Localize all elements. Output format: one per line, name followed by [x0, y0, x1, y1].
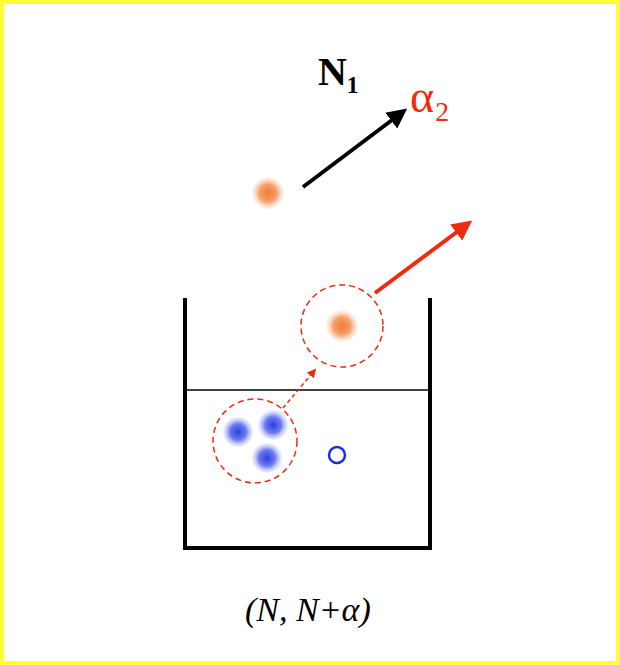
nucleon [223, 417, 253, 447]
cluster-dashed-circle [213, 399, 297, 483]
reaction-caption: (N, N+α) [245, 593, 371, 627]
cluster-emission-arrow [283, 370, 315, 408]
alpha-arrow [375, 223, 469, 293]
emitted-nucleon-arrow [303, 111, 404, 187]
alpha-particle [326, 310, 358, 342]
nucleon-label: N₁ [318, 52, 359, 92]
liquid-surface [185, 389, 430, 391]
alpha-dashed-circle [301, 285, 383, 367]
nucleon [258, 410, 288, 440]
nucleon [252, 443, 282, 473]
emitted-nucleon [252, 177, 284, 209]
beaker [185, 298, 430, 548]
alpha-label: α₂ [410, 74, 450, 120]
hole [329, 447, 345, 463]
